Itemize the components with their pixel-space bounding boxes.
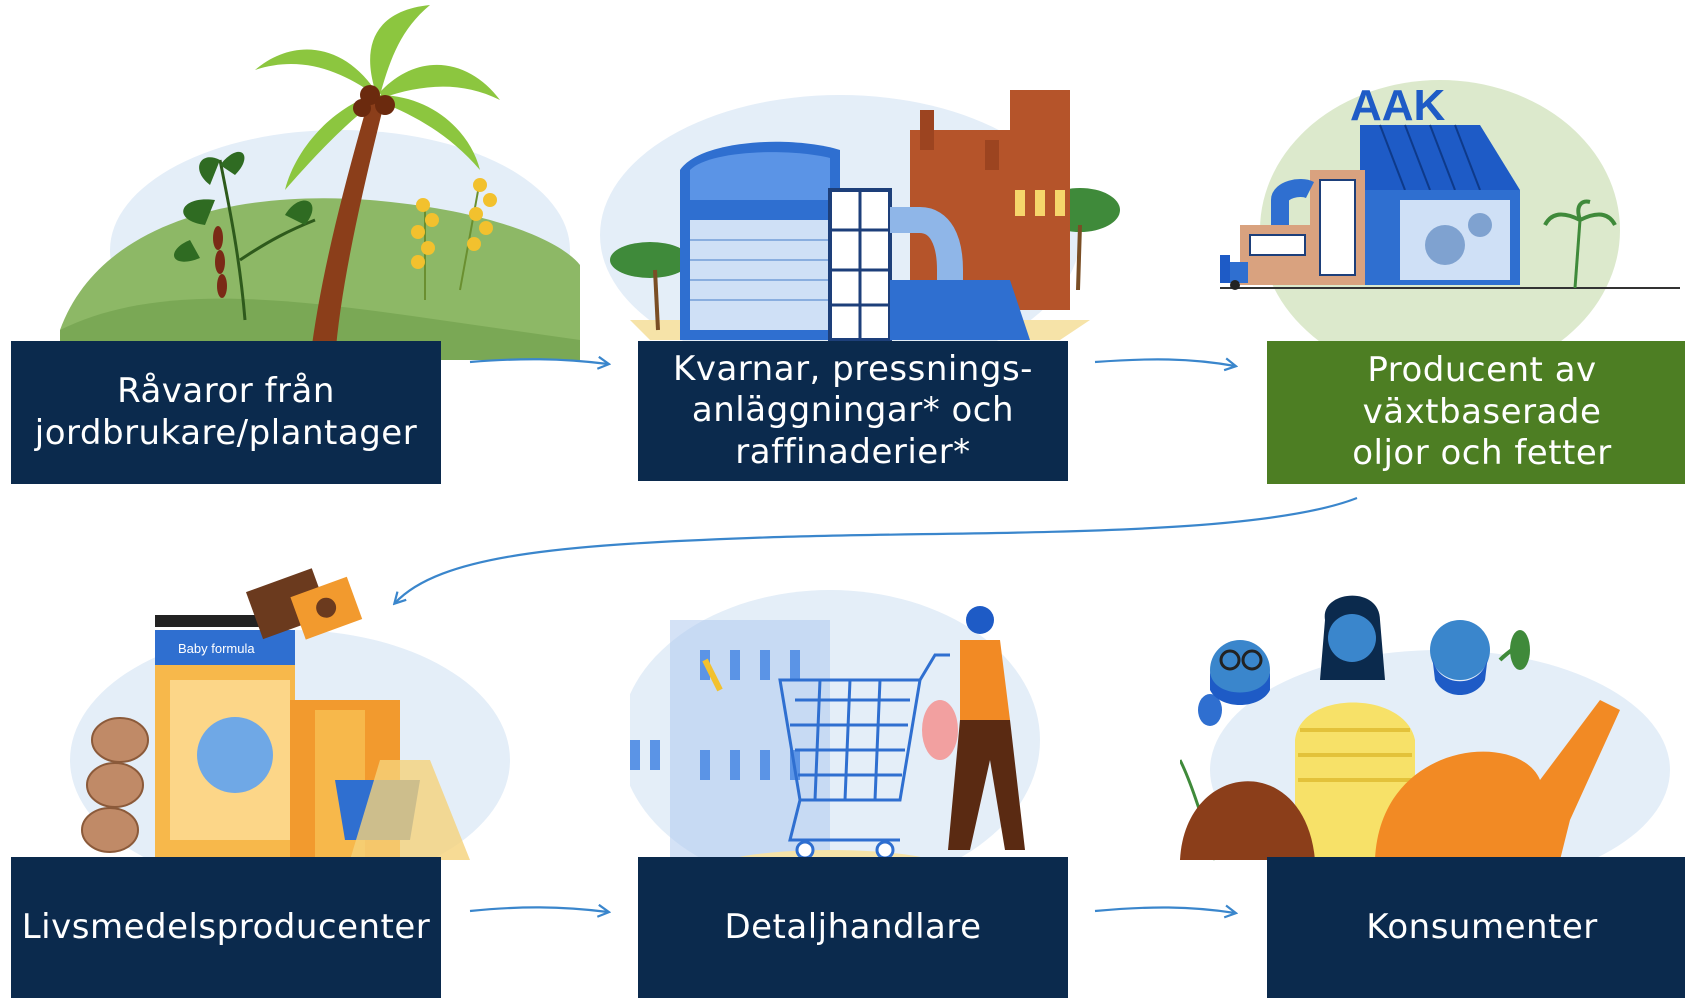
step-mills-refineries: Kvarnar, pressnings- anläggningar* och r… [638,341,1068,481]
aak-plant-illustration: AAK [1220,40,1685,400]
farm-illustration [40,0,640,360]
step-retailers: Detaljhandlare [638,857,1068,998]
consumers-illustration [1180,560,1685,920]
step-oil-fat-producer: Producent av växtbaserade oljor och fett… [1267,341,1685,484]
aak-logo: AAK [1350,81,1446,130]
food-producer-illustration: Baby formula [60,560,660,920]
step-raw-materials: Råvaror från jordbrukare/plantager [11,341,441,484]
step-food-producers: Livsmedelsproducenter [11,857,441,998]
baby-formula-label: Baby formula [178,641,255,656]
step-consumers: Konsumenter [1267,857,1685,998]
mill-illustration [590,40,1190,400]
